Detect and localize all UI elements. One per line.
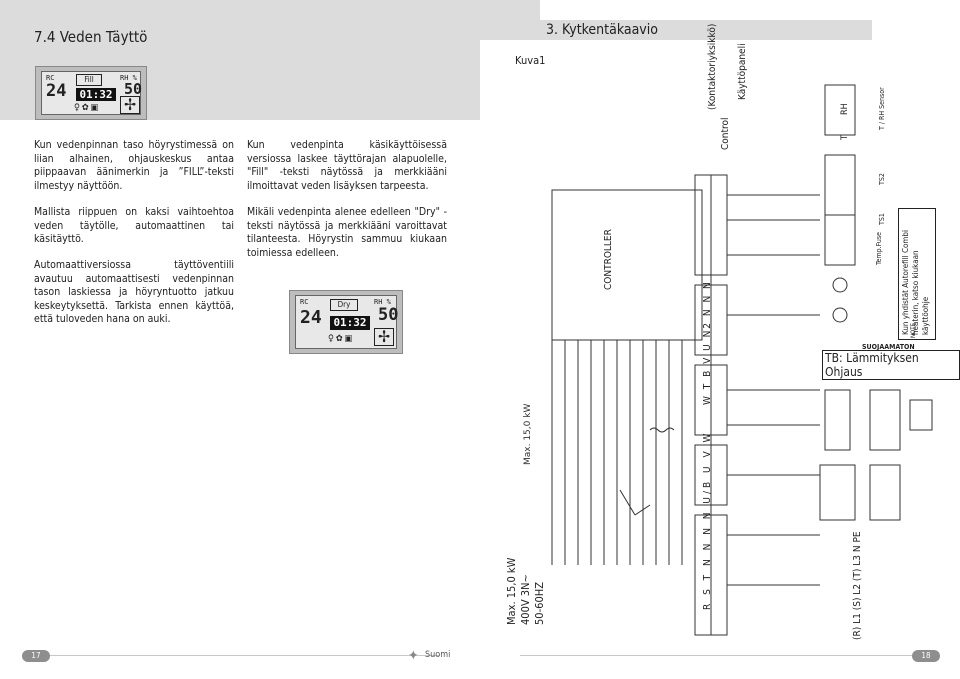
lcd-humidity: 50 xyxy=(124,80,143,98)
power-rating: Max. 15,0 kW xyxy=(505,557,518,625)
kontaktor-label: (Kontaktoriyksikkö) xyxy=(707,23,718,110)
rh-label: RH xyxy=(840,103,850,115)
temp-fuse-label: Temp.Fuse xyxy=(875,231,883,265)
col2-paragraph-1: Kun vedenpinta käsikäyttöisessä versioss… xyxy=(247,139,447,192)
power-rating-1: Max. 15,0 kW xyxy=(523,404,533,465)
col1-paragraph-1: Kun vedenpinnan taso höyrystimessä on li… xyxy=(34,139,234,192)
ts2-label: TS2 xyxy=(878,173,886,185)
note-text: Kun yhdistät Autorefill Combi heaterin, … xyxy=(901,230,930,335)
section-title-right: 3. Kytkentäkaavio xyxy=(546,22,658,38)
lcd-setpoint: 24 xyxy=(46,81,67,101)
power-rating-3: 50-60HZ xyxy=(533,582,546,625)
lcd-humidity: 50 xyxy=(378,305,399,325)
lcd-status-icons: ♀✿▣ xyxy=(74,103,101,113)
lcd-display-dry: RC 24 Dry 01:32 RH % 50 ♀✿▣ ✢ xyxy=(289,290,403,354)
footer-rule xyxy=(40,655,440,656)
right-header-band xyxy=(540,20,872,40)
fan-icon: ✢ xyxy=(374,328,394,346)
lcd-time: 01:32 xyxy=(76,88,116,101)
tb-heading: TB: Lämmityksen Ohjaus xyxy=(822,350,960,380)
controller-label: CONTROLLER xyxy=(603,229,614,290)
col1-paragraph-2: Mallista riippuen on kaksi vaihtoehtoa v… xyxy=(34,206,234,245)
controller-box xyxy=(551,189,703,341)
language-label: Suomi xyxy=(425,650,451,660)
note-box: Kun yhdistät Autorefill Combi heaterin, … xyxy=(898,208,936,340)
left-page: 7.4 Veden Täyttö RC 24 Fill 01:32 RH % 5… xyxy=(0,0,480,664)
page-number-left: 17 xyxy=(22,650,50,662)
phase-labels: (R) L1 (S) L2 (T) L3 N PE xyxy=(852,531,863,640)
page-fold xyxy=(480,0,540,40)
lcd-setpoint: 24 xyxy=(300,307,322,328)
page-number-right: 18 xyxy=(912,650,940,662)
terminal-top-labels: W T B V U N2 N N N xyxy=(702,280,713,405)
wiring-diagram: Max. 15,0 kW xyxy=(523,84,933,636)
lcd-mode: Fill xyxy=(76,74,102,86)
ts1-label: TS1 xyxy=(878,213,886,225)
terminal-bottom-labels: R S T N N N N U/B U V W xyxy=(702,430,713,610)
control-label: Control xyxy=(720,117,731,151)
suojaamaton-label: SUOJAAMATON xyxy=(862,343,915,351)
lcd-status-icons: ♀✿▣ xyxy=(328,334,355,344)
lcd-display-fill: RC 24 Fill 01:32 RH % 50 ♀✿▣ ✢ xyxy=(35,66,147,120)
note-small-label: NOTE xyxy=(910,323,917,338)
t-label: T xyxy=(840,135,850,140)
t-rh-sensor-label: T / RH Sensor xyxy=(878,87,886,130)
lcd-rh-label: RH % xyxy=(374,298,391,306)
lcd-rc-label: RC xyxy=(46,74,55,82)
col1-paragraph-3: Automaattiversiossa täyttöventiili avaut… xyxy=(34,259,234,325)
figure-label: Kuva1 xyxy=(515,54,546,67)
lcd-mode: Dry xyxy=(330,299,358,311)
lcd-rc-label: RC xyxy=(300,298,309,306)
kayttopaneli-label: Käyttöpaneli xyxy=(737,43,748,100)
power-rating-2: 400V 3N~ xyxy=(519,574,532,625)
fan-icon: ✢ xyxy=(120,96,140,114)
footer-rule-right xyxy=(520,655,920,656)
lcd-rh-label: RH % xyxy=(120,74,137,82)
lcd-time: 01:32 xyxy=(330,316,370,330)
section-title-left: 7.4 Veden Täyttö xyxy=(34,28,148,46)
compass-icon: ✦ xyxy=(408,648,419,664)
col2-paragraph-2: Mikäli vedenpinta alenee edelleen "Dry" … xyxy=(247,206,447,259)
